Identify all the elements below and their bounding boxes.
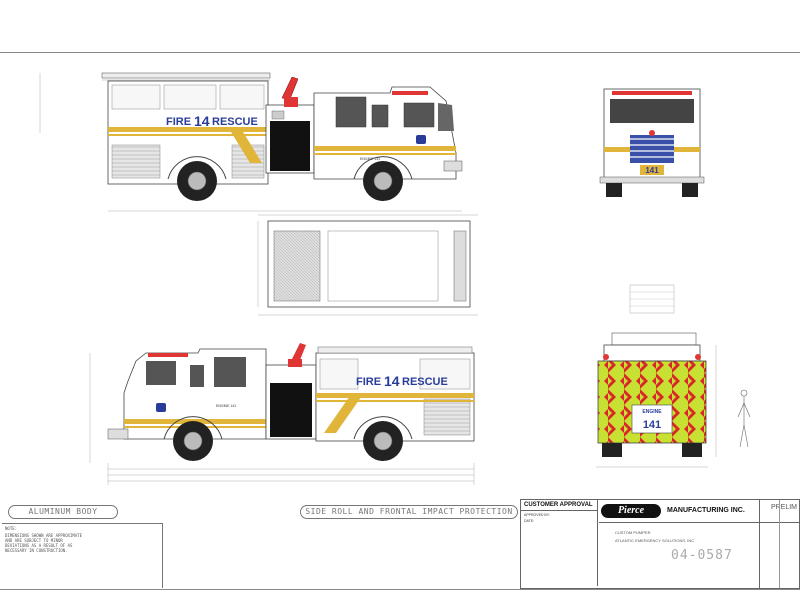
- side-unit-number: 14: [194, 113, 210, 129]
- rear-unit-number: 141: [643, 419, 661, 431]
- human-scale-figure: [737, 389, 751, 448]
- rear-wheel: [167, 156, 227, 201]
- plan-view: [257, 214, 478, 316]
- date-label: DATE:: [524, 519, 535, 523]
- title-block: CUSTOMER APPROVAL APPROVED BY: DATE: Pie…: [520, 499, 800, 589]
- brand-box: [601, 504, 661, 518]
- description-line-2: ATLANTIC EMERGENCY SOLUTIONS, INC.: [615, 538, 696, 543]
- front-unit-number: 141: [645, 166, 659, 175]
- manufacturer-name: MANUFACTURING INC.: [667, 507, 745, 514]
- side-view-bottom: ENGINE 141 FIRE 14 RESCUE: [89, 343, 475, 485]
- front-view: 141: [599, 88, 705, 197]
- hose-table: [629, 284, 675, 314]
- prelim-label: PRELIM: [770, 504, 797, 511]
- bottom-fire-label: FIRE: [356, 376, 381, 388]
- bottom-unit-number: 14: [384, 373, 400, 389]
- side-fire-label: FIRE: [166, 116, 191, 128]
- approved-by-label: APPROVED BY:: [524, 513, 550, 517]
- drawing-sheet: FIRE 14 RESCUE ENGINE 141 141: [0, 52, 800, 590]
- side-rescue-label: RESCUE: [212, 116, 258, 128]
- notes-box: NOTE: DIMENSIONS SHOWN ARE APPROXIMATE A…: [2, 523, 163, 588]
- bottom-rescue-label: RESCUE: [402, 376, 448, 388]
- customer-approval-box: CUSTOMER APPROVAL APPROVED BY: DATE:: [521, 500, 598, 586]
- front-wheel: [353, 156, 413, 201]
- notes-heading: NOTE:: [5, 526, 18, 531]
- bottom-engine-label: ENGINE 141: [216, 404, 236, 408]
- rear-view: ENGINE 141: [596, 332, 751, 468]
- rear-engine-label: ENGINE: [642, 409, 662, 415]
- customer-approval-heading: CUSTOMER APPROVAL: [521, 500, 597, 511]
- description-line-1: CUSTOM PUMPER: [615, 530, 651, 535]
- body-material-label: ALUMINUM BODY: [8, 505, 118, 519]
- fire-truck-drawing: FIRE 14 RESCUE ENGINE 141 141: [39, 72, 751, 485]
- impact-protection-label: SIDE ROLL AND FRONTAL IMPACT PROTECTION: [300, 505, 518, 519]
- brand-logo: Pierce: [617, 505, 645, 516]
- drawing-number: 04-0587: [671, 548, 733, 563]
- notes-body: DIMENSIONS SHOWN ARE APPROXIMATE AND ARE…: [5, 533, 83, 553]
- side-view-top: FIRE 14 RESCUE ENGINE 141: [39, 72, 463, 212]
